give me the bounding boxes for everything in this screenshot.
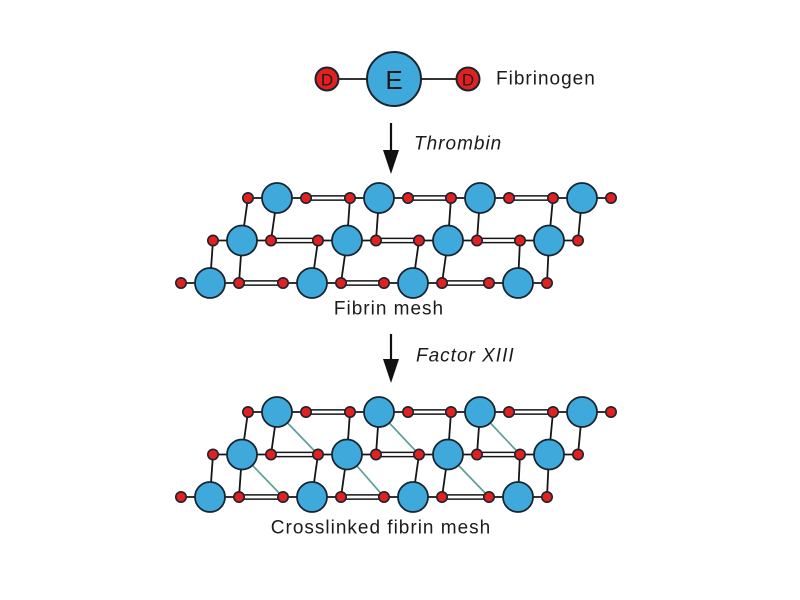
d-domain-node	[343, 192, 356, 205]
d-domain-node	[311, 234, 324, 247]
d-domain-node	[369, 234, 382, 247]
d-domain-node	[444, 192, 457, 205]
d-domain-node	[401, 405, 414, 418]
d-domain-node	[513, 448, 526, 461]
d-domain-node	[444, 405, 457, 418]
arrow-head	[383, 150, 399, 174]
d-domain-node	[571, 234, 584, 247]
fibrinogen-group	[314, 51, 481, 107]
e-domain-node	[331, 438, 363, 471]
e-domain-node	[464, 396, 496, 428]
e-domain-node	[432, 438, 464, 471]
d-domain-node	[502, 192, 515, 205]
thrombin-label: Thrombin	[414, 134, 502, 155]
e-domain-node	[366, 51, 422, 107]
d-domain-node	[546, 192, 559, 205]
e-domain-node	[194, 481, 226, 513]
e-domain-node	[194, 267, 226, 299]
e-domain-node	[566, 396, 598, 428]
d-domain-node	[540, 490, 553, 503]
d-domain-node	[233, 490, 246, 503]
crosslinked-mesh-label: Crosslinked fibrin mesh	[271, 518, 491, 539]
d-domain-node	[377, 276, 390, 289]
thrombin-arrow	[383, 123, 399, 174]
d-domain-node	[175, 490, 188, 503]
d-domain-node	[311, 448, 324, 461]
d-domain-node	[343, 405, 356, 418]
d-domain-node	[470, 234, 483, 247]
d-domain-node	[334, 276, 347, 289]
e-domain-node	[331, 224, 363, 257]
e-domain-node	[566, 182, 598, 214]
e-domain-node	[226, 224, 258, 257]
e-domain-node	[464, 182, 496, 214]
e-domain-node	[261, 182, 293, 214]
d-domain-node	[334, 490, 347, 503]
fibrin-mesh	[175, 182, 617, 299]
e-domain-node	[296, 481, 328, 513]
d-domain-node	[377, 490, 390, 503]
fibrin-mesh-label: Fibrin mesh	[334, 299, 444, 320]
d-domain-node	[482, 276, 495, 289]
d-domain-node	[207, 234, 220, 247]
e-domain-node	[397, 267, 429, 299]
d-domain-node	[369, 448, 382, 461]
d-domain-node	[412, 234, 425, 247]
d-domain-node	[546, 405, 559, 418]
d-domain-node	[299, 192, 312, 205]
d-domain-node	[314, 66, 340, 92]
d-domain-node	[242, 192, 255, 205]
factor-xiii-label: Factor XIII	[416, 346, 515, 367]
d-domain-node	[299, 405, 312, 418]
d-domain-node	[470, 448, 483, 461]
crosslinked-fibrin-mesh	[175, 396, 617, 513]
d-domain-node	[401, 192, 414, 205]
d-domain-node	[264, 448, 277, 461]
e-domain-node	[397, 481, 429, 513]
d-domain-node	[604, 405, 617, 418]
e-domain-node	[533, 224, 565, 257]
e-domain-node	[533, 438, 565, 471]
d-domain-node	[412, 448, 425, 461]
fibrinogen-label: Fibrinogen	[496, 69, 596, 90]
factor-xiii-arrow	[383, 334, 399, 383]
d-domain-node	[276, 490, 289, 503]
d-domain-node	[175, 276, 188, 289]
d-domain-node	[604, 192, 617, 205]
e-domain-node	[432, 224, 464, 257]
d-domain-node	[435, 276, 448, 289]
d-domain-node	[540, 276, 553, 289]
e-domain-node	[296, 267, 328, 299]
d-domain-node	[207, 448, 220, 461]
d-domain-node	[233, 276, 246, 289]
e-domain-letter: E	[385, 65, 402, 95]
arrow-head	[383, 359, 399, 383]
d-domain-node	[435, 490, 448, 503]
e-domain-node	[226, 438, 258, 471]
d-domain-node	[455, 66, 481, 92]
d-domain-node	[264, 234, 277, 247]
d-domain-letter-left: D	[321, 71, 333, 90]
d-domain-node	[482, 490, 495, 503]
d-domain-node	[242, 405, 255, 418]
e-domain-node	[502, 481, 534, 513]
e-domain-node	[363, 396, 395, 428]
d-domain-node	[513, 234, 526, 247]
e-domain-node	[261, 396, 293, 428]
d-domain-node	[276, 276, 289, 289]
d-domain-node	[502, 405, 515, 418]
d-domain-letter-right: D	[462, 71, 474, 90]
d-domain-node	[571, 448, 584, 461]
e-domain-node	[502, 267, 534, 299]
e-domain-node	[363, 182, 395, 214]
